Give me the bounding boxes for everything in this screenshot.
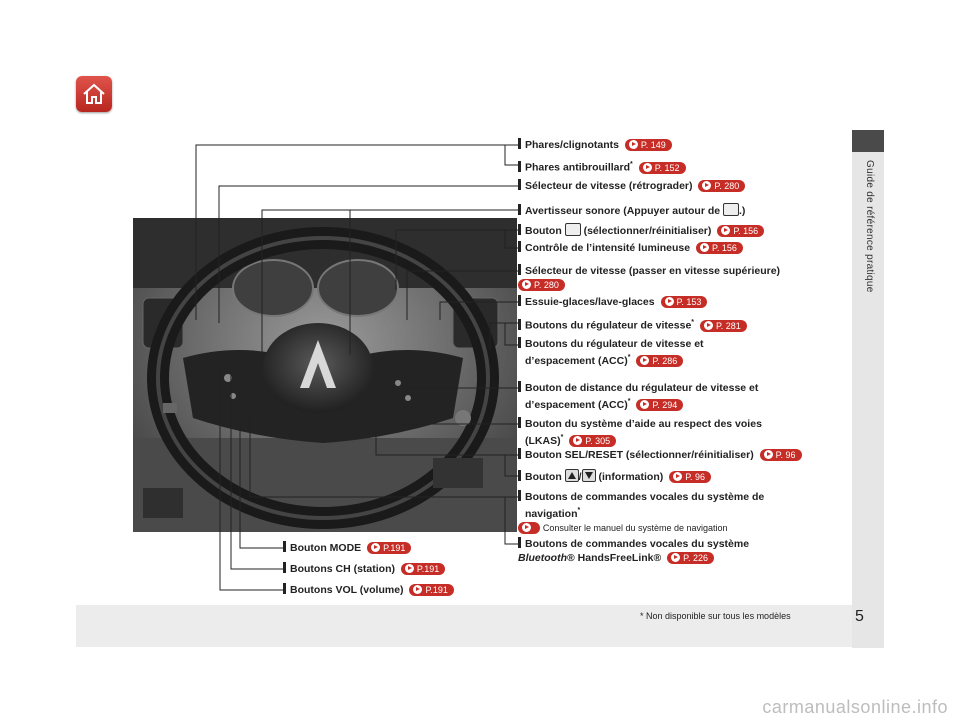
info-up-icon: [564, 469, 579, 482]
callout-info-button: Bouton / (information) P. 96: [518, 469, 712, 484]
home-icon: [83, 83, 105, 104]
section-tab-marker: [852, 130, 884, 152]
callout-fog-lights: Phares antibrouillard* P. 152: [518, 158, 686, 175]
callout-wipers: Essuie-glaces/lave-glaces P. 153: [518, 295, 708, 309]
page-ref-link[interactable]: P. 286: [636, 354, 684, 367]
steering-wheel-photo: [133, 218, 517, 532]
page-ref-link[interactable]: P. 280: [698, 180, 746, 192]
page-ref-link[interactable]: P. 156: [717, 225, 765, 237]
page-ref-link[interactable]: P. 280: [518, 279, 565, 291]
horn-icon: [723, 203, 739, 216]
callout-horn: Avertisseur sonore (Appuyer autour de .): [518, 203, 745, 218]
callout-upshift: Sélecteur de vitesse (passer en vitesse …: [518, 264, 780, 292]
page-ref-link[interactable]: P. 281: [699, 319, 747, 332]
page-ref-link[interactable]: P. 149: [624, 139, 672, 151]
callout-brightness: Contrôle de l’intensité lumineuse P. 156: [518, 241, 743, 255]
callout-headlights: Phares/clignotants P. 149: [518, 138, 672, 152]
callout-acc-distance: Bouton de distance du régulateur de vite…: [518, 381, 758, 412]
footnote: * Non disponible sur tous les modèles: [640, 611, 791, 621]
callout-lkas: Bouton du système d’aide au respect des …: [518, 417, 762, 448]
nav-manual-ref-icon[interactable]: [518, 521, 540, 534]
page-ref-link[interactable]: P. 96: [759, 449, 802, 461]
home-button[interactable]: [76, 76, 112, 112]
page-number: 5: [855, 608, 864, 625]
footer-band: [76, 605, 852, 647]
callout-bluetooth-voice: Boutons de commandes vocales du système …: [518, 537, 750, 564]
page-ref-link[interactable]: P. 153: [660, 296, 708, 308]
watermark: carmanualsonline.info: [762, 697, 948, 717]
info-down-icon: [581, 469, 596, 482]
callout-sel-reset: Bouton SEL/RESET (sélectionner/réinitial…: [518, 448, 802, 462]
page-ref-link[interactable]: P.191: [400, 563, 446, 575]
callout-downshift: Sélecteur de vitesse (rétrograder) P. 28…: [518, 179, 746, 193]
select-reset-icon: [564, 223, 581, 236]
callout-nav-voice: Boutons de commandes vocales du système …: [518, 490, 764, 535]
page-ref-link[interactable]: P. 152: [638, 161, 686, 174]
page-ref-link[interactable]: P. 305: [569, 434, 617, 447]
callout-select-reset-button: Bouton (sélectionner/réinitialiser) P. 1…: [518, 223, 765, 238]
callout-cruise-control: Boutons du régulateur de vitesse* P. 281: [518, 316, 747, 333]
page-ref-link[interactable]: P. 226: [667, 552, 715, 564]
callout-vol-buttons: Boutons VOL (volume) P.191: [283, 583, 454, 597]
page-ref-link[interactable]: P.191: [367, 542, 412, 554]
callout-acc-buttons: Boutons du régulateur de vitesse et d’es…: [518, 337, 704, 368]
callout-mode-button: Bouton MODE P.191: [283, 541, 412, 555]
page-ref-link[interactable]: P. 96: [669, 471, 712, 483]
section-tab: [852, 130, 884, 648]
page-ref-link[interactable]: P.191: [409, 584, 454, 596]
callout-ch-buttons: Boutons CH (station) P.191: [283, 562, 446, 576]
section-title: Guide de référence pratique: [864, 160, 875, 293]
page-ref-link[interactable]: P. 294: [636, 398, 684, 411]
page-ref-link[interactable]: P. 156: [696, 242, 743, 254]
